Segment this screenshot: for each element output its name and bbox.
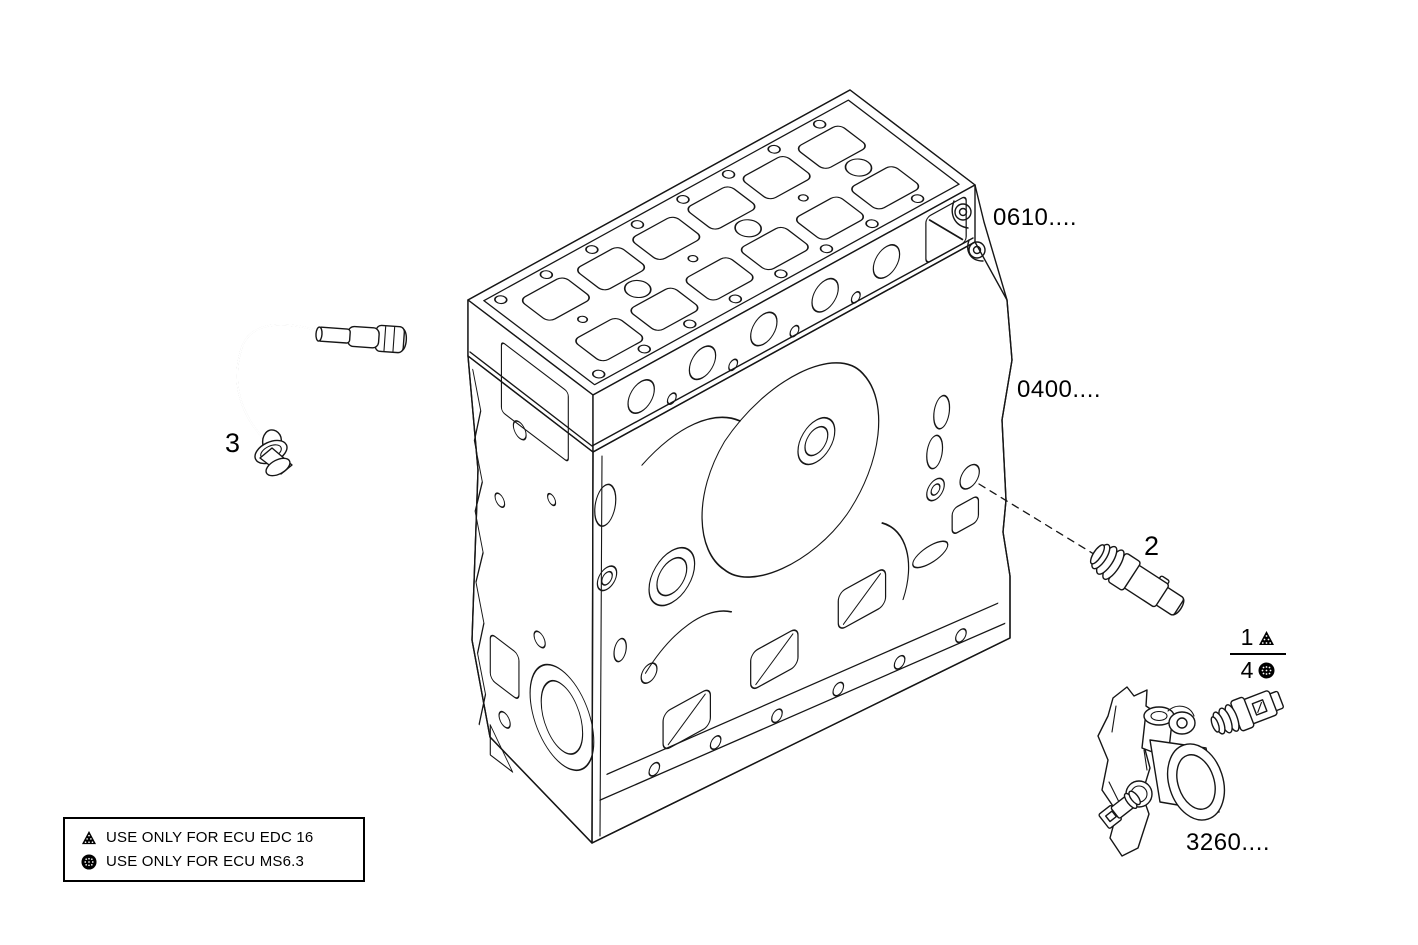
ref-cylinder-head: 0610.... — [993, 204, 1078, 231]
part-3-body — [254, 429, 293, 477]
callout-part-1-row: 1 — [1230, 622, 1286, 655]
callout-part-1-4: 1 4 — [1230, 622, 1286, 686]
callout-part-4-row: 4 — [1230, 655, 1286, 686]
dotted-circle-icon — [1258, 662, 1275, 679]
legend-item-edc16: USE ONLY FOR ECU EDC 16 — [81, 829, 363, 846]
leader-line-part-2 — [978, 483, 1098, 557]
ref-crankcase: 0400.... — [1017, 376, 1102, 403]
crankcase-right-face-detail — [594, 362, 1006, 801]
legend-box: USE ONLY FOR ECU EDC 16 USE ONLY FOR ECU… — [63, 817, 365, 882]
legend-item-ms63: USE ONLY FOR ECU MS6.3 — [81, 853, 363, 870]
head-lugs-detail — [951, 200, 986, 262]
dotted-triangle-icon — [81, 830, 97, 845]
crankcase-left-face-detail — [472, 368, 595, 773]
part-2-sensor-drawing — [1089, 543, 1185, 616]
engine-block-drawing — [467, 89, 1013, 844]
legend-item-ms63-text: USE ONLY FOR ECU MS6.3 — [106, 853, 305, 870]
dotted-circle-icon — [81, 853, 97, 870]
ref-thermostat-housing: 3260.... — [1186, 829, 1271, 856]
head-left-face-detail — [500, 342, 569, 462]
callout-part-3: 3 — [225, 428, 241, 458]
dotted-triangle-icon — [1259, 630, 1275, 645]
legend-item-edc16-text: USE ONLY FOR ECU EDC 16 — [106, 829, 314, 846]
part-3-connector — [315, 324, 408, 354]
head-deck-detail — [483, 99, 960, 386]
part-3-sensor-drawing — [236, 324, 408, 630]
callout-part-1: 1 — [1240, 624, 1254, 650]
callout-part-2: 2 — [1144, 531, 1160, 561]
part-1-4-sensor-drawing — [1210, 690, 1284, 735]
housing-sensor — [1098, 790, 1141, 829]
callout-part-4: 4 — [1240, 657, 1254, 683]
thermostat-housing-drawing — [1097, 686, 1226, 857]
